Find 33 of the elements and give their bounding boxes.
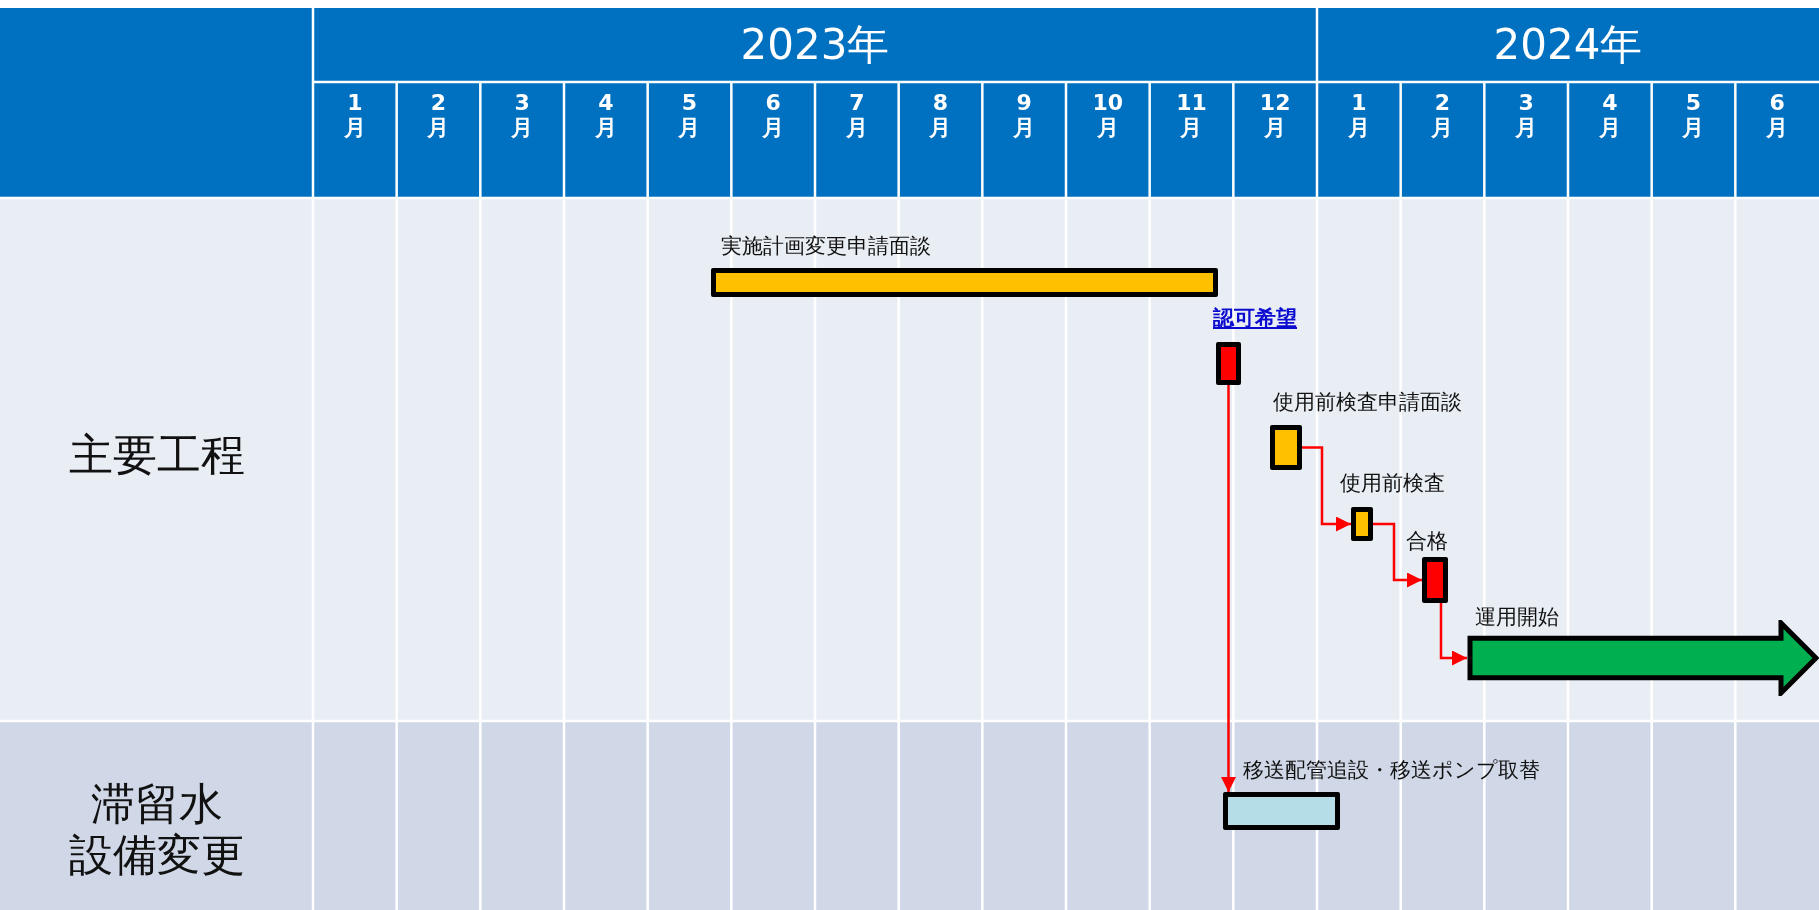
month-header: 6月: [1765, 90, 1790, 143]
month-header: 12月: [1258, 90, 1292, 143]
arrow: [1302, 446, 1351, 532]
task-label: 移送配管追設・移送ポンプ取替: [1243, 757, 1540, 784]
month-header: 6月: [761, 90, 786, 143]
month-header: 5月: [1681, 90, 1706, 143]
month-header: 4月: [1597, 90, 1622, 143]
arrow: [1439, 603, 1467, 666]
task-label: 運用開始: [1475, 604, 1559, 631]
arrow: [1373, 522, 1422, 588]
month-header: 8月: [928, 90, 953, 143]
month-header: 1月: [1346, 90, 1371, 143]
row-label: 滞留水設備変更: [67, 777, 246, 882]
task-label: 実施計画変更申請面談: [721, 233, 931, 260]
month-header: 10月: [1091, 90, 1125, 143]
link-text: 認可希望: [1213, 305, 1297, 332]
month-header: 2月: [1430, 90, 1455, 143]
month-header: 5月: [677, 90, 702, 143]
month-header: 9月: [1012, 90, 1037, 143]
month-header: 4月: [593, 90, 618, 143]
month-header: 7月: [844, 90, 869, 143]
month-header: 1月: [342, 90, 367, 143]
task-label: 使用前検査: [1340, 470, 1445, 497]
task-label: 合格: [1406, 528, 1448, 555]
year-header: 2024年: [1492, 18, 1644, 71]
year-header: 2023年: [739, 18, 891, 71]
month-header: 3月: [510, 90, 535, 143]
month-header: 11月: [1175, 90, 1208, 143]
month-header: 2月: [426, 90, 451, 143]
task-label: 使用前検査申請面談: [1273, 389, 1462, 416]
arrow: [1221, 385, 1236, 792]
row-label: 主要工程: [67, 427, 246, 482]
month-header: 3月: [1514, 90, 1539, 143]
